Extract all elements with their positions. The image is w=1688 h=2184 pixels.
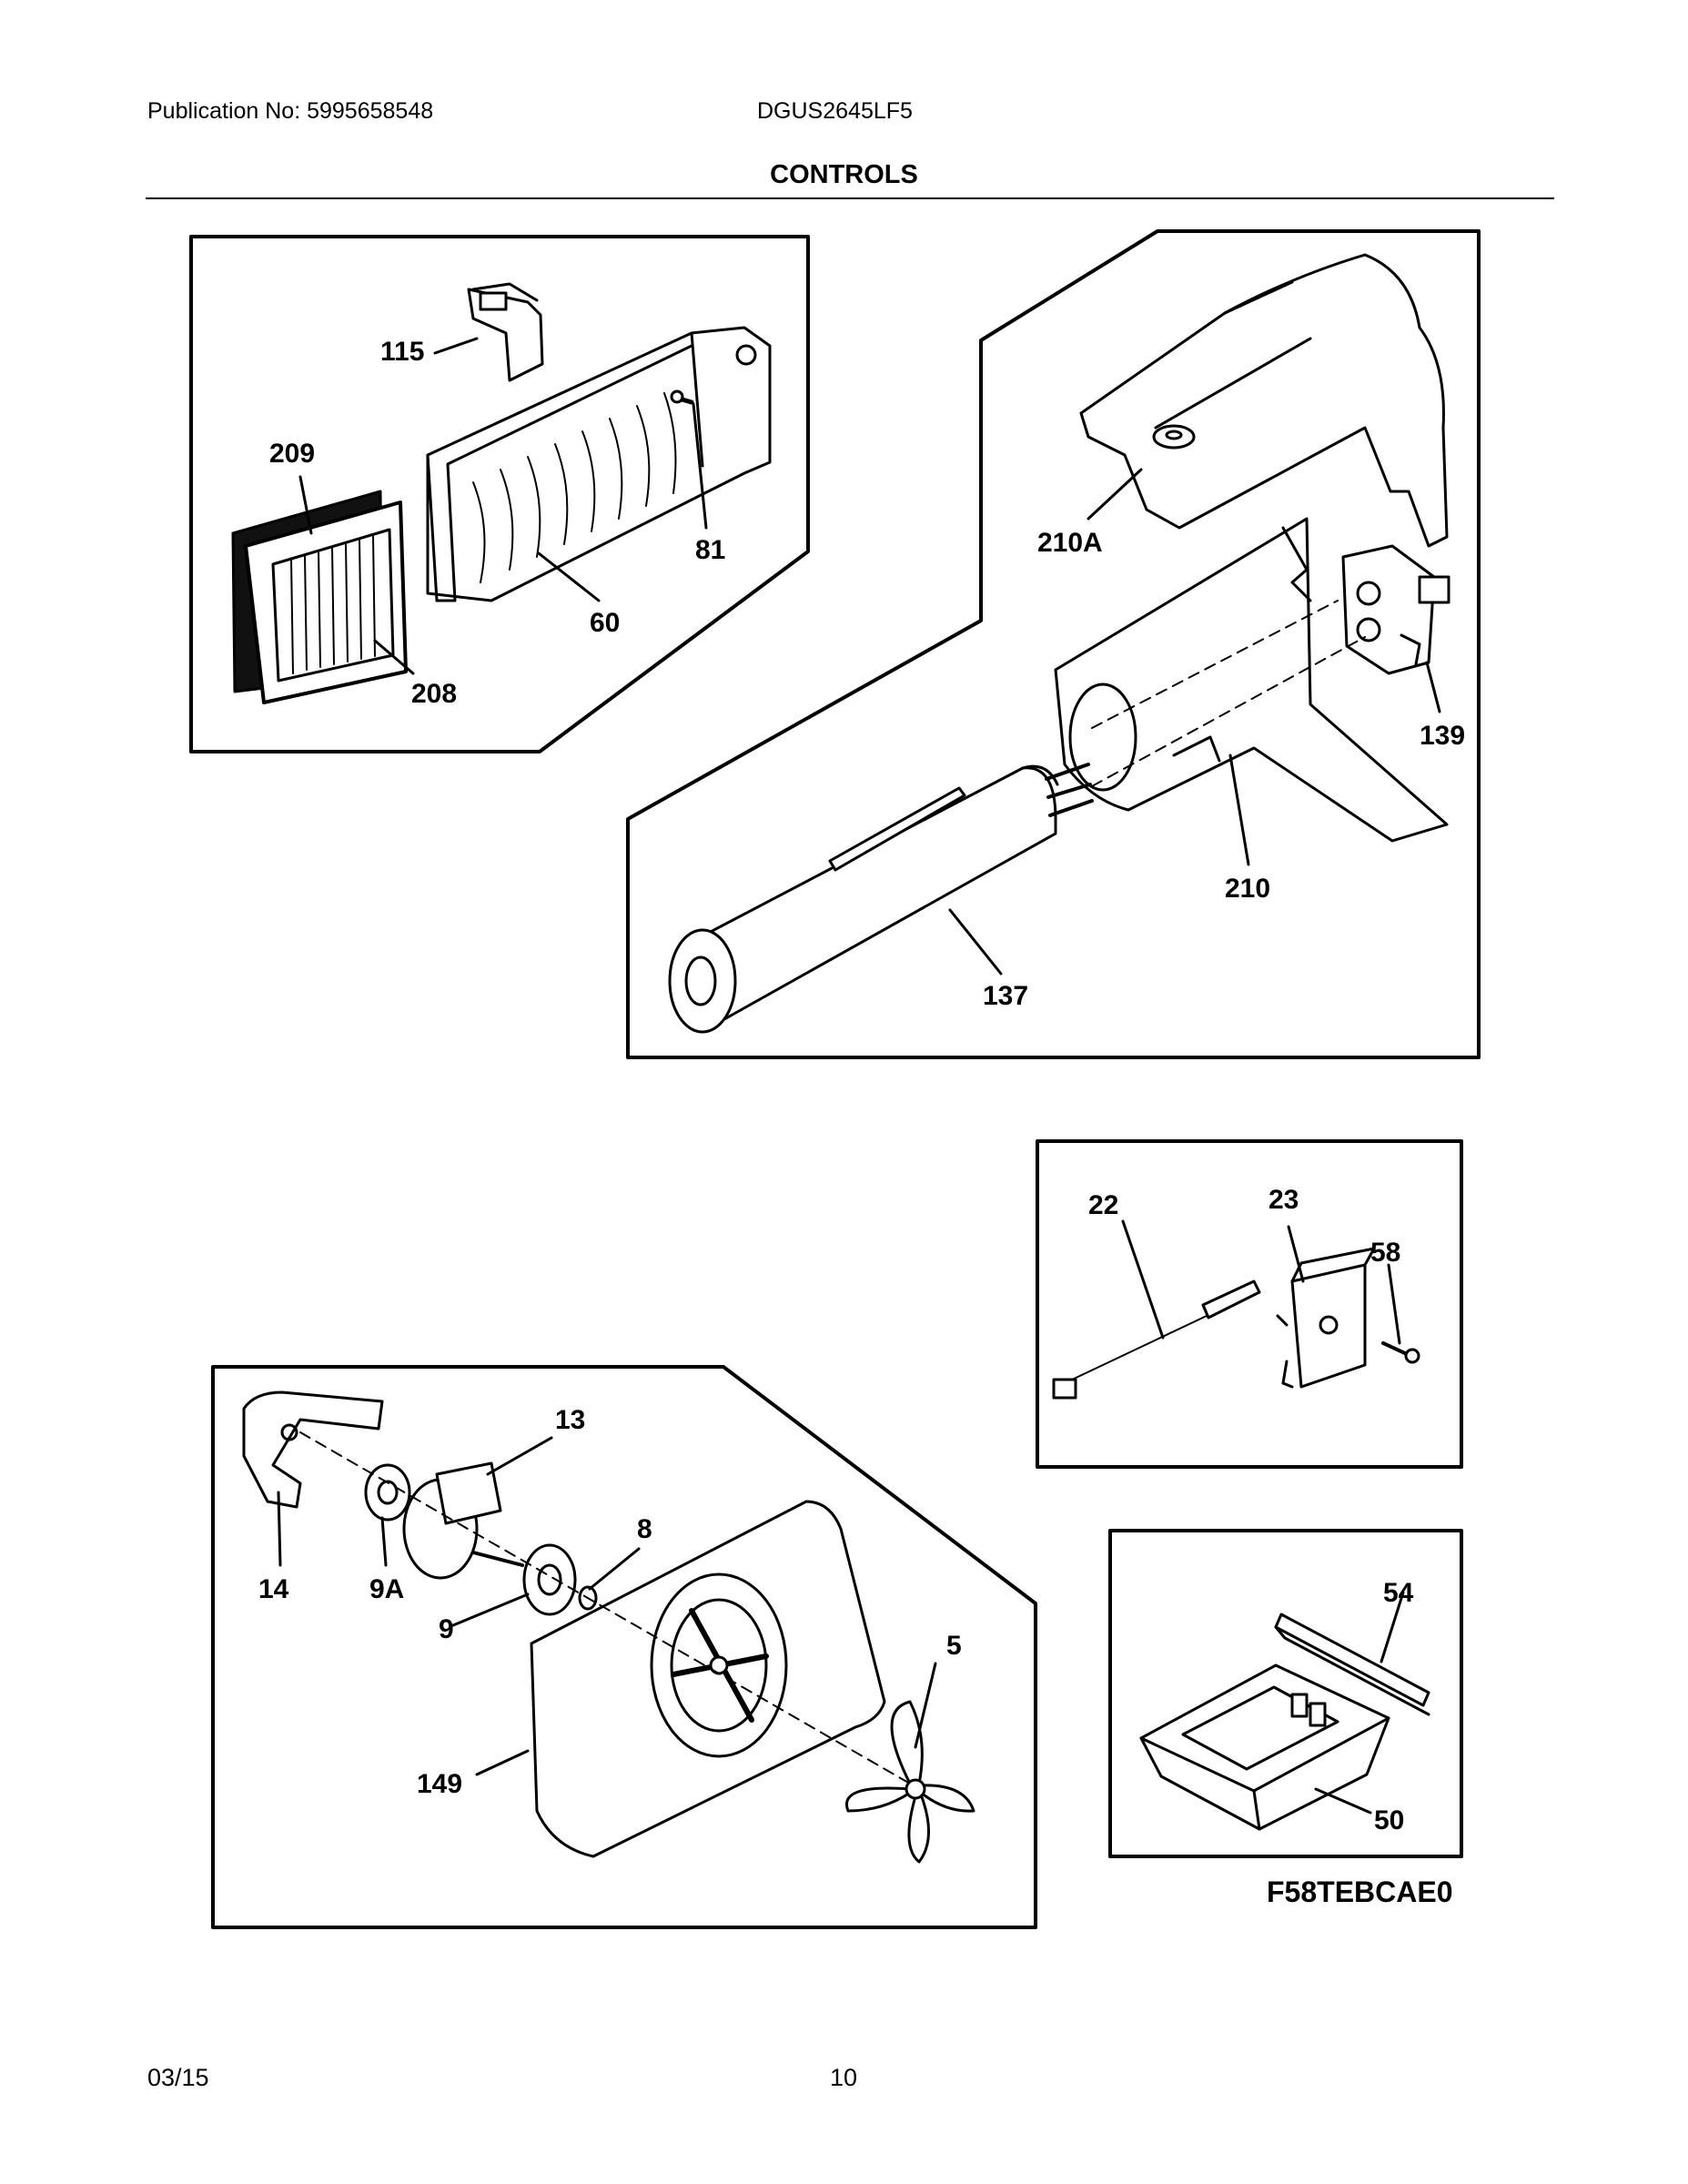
part-50-control-box — [1139, 1663, 1390, 1831]
part-209-filter-screen — [231, 490, 408, 704]
part-13-motor — [402, 1461, 524, 1580]
part-14-bracket — [242, 1390, 384, 1509]
callout-58: 58 — [1370, 1238, 1400, 1268]
callout-149: 149 — [417, 1769, 462, 1799]
figure-code: F58TEBCAE0 — [1267, 1876, 1453, 1908]
part-139-valve — [1341, 544, 1450, 675]
callout-209: 209 — [269, 439, 315, 469]
callout-5: 5 — [946, 1631, 962, 1661]
callout-23: 23 — [1269, 1185, 1299, 1215]
part-58-screw — [1381, 1341, 1420, 1364]
part-137-water-filter — [668, 763, 1094, 1034]
callout-8: 8 — [637, 1514, 652, 1544]
part-54-bracket — [1274, 1613, 1430, 1716]
callout-210A: 210A — [1037, 528, 1103, 558]
header-rule — [146, 197, 1554, 199]
callout-60: 60 — [590, 608, 620, 638]
part-9-wheel — [522, 1543, 577, 1616]
panel-water-filter — [626, 229, 1481, 1059]
callout-139: 139 — [1420, 721, 1465, 751]
callout-22: 22 — [1088, 1190, 1118, 1220]
model-number: DGUS2645LF5 — [757, 98, 913, 124]
callout-137: 137 — [983, 981, 1028, 1011]
callout-54: 54 — [1383, 1578, 1414, 1608]
panel-thermistor — [1036, 1139, 1463, 1469]
callout-9: 9 — [439, 1614, 454, 1644]
callout-115: 115 — [380, 337, 424, 367]
panel-filter-housing — [189, 235, 810, 753]
section-title: CONTROLS — [770, 160, 918, 189]
callout-50: 50 — [1374, 1805, 1404, 1835]
publication-number: Publication No: 5995658548 — [147, 98, 434, 124]
part-9A-pulley — [364, 1463, 411, 1522]
panel-control-board — [1108, 1529, 1463, 1858]
part-5-fan-blade — [845, 1700, 975, 1864]
part-115-switch — [467, 282, 544, 382]
callout-13: 13 — [555, 1405, 585, 1435]
part-81-screw — [670, 389, 694, 405]
callout-210: 210 — [1225, 874, 1270, 904]
callout-9A: 9A — [369, 1574, 404, 1604]
part-22-thermistor — [1052, 1279, 1261, 1400]
callout-14: 14 — [258, 1574, 289, 1604]
part-149-shroud — [530, 1500, 886, 1858]
footer-page-number: 10 — [830, 2064, 858, 2091]
part-210A-housing-top — [1079, 253, 1449, 548]
callout-208: 208 — [411, 679, 457, 709]
part-23-bracket — [1276, 1247, 1376, 1389]
part-60-filter-cover — [426, 326, 772, 602]
panel-fan-assembly — [211, 1365, 1037, 1929]
callout-81: 81 — [695, 535, 725, 565]
footer-date: 03/15 — [147, 2064, 209, 2091]
